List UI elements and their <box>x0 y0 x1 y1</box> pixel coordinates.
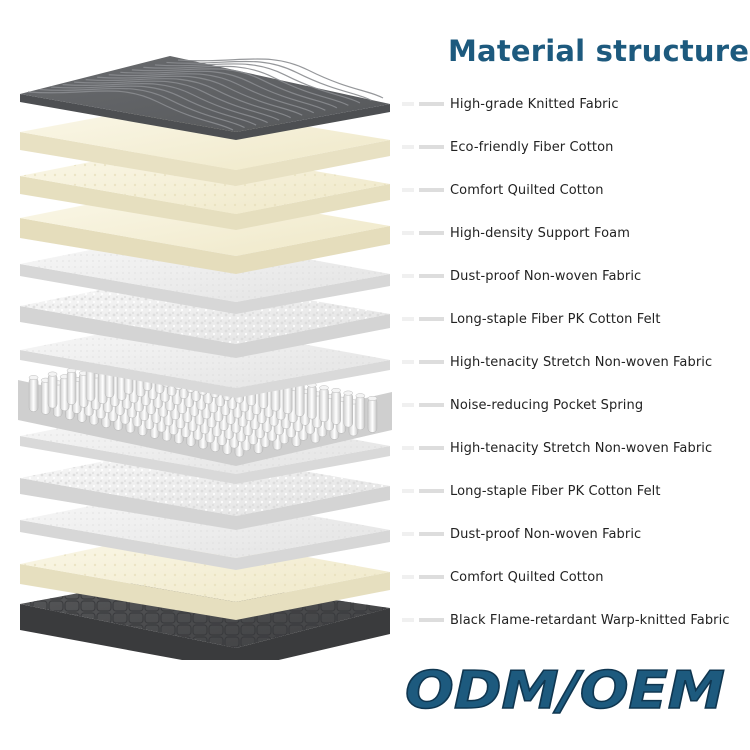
layer-label-row: Long-staple Fiber PK Cotton Felt <box>402 309 748 329</box>
layer-label-row: Black Flame-retardant Warp-knitted Fabri… <box>402 610 748 630</box>
layer-knitted-fabric <box>20 56 390 140</box>
layer-label: Comfort Quilted Cotton <box>450 182 604 198</box>
layer-label: Dust-proof Non-woven Fabric <box>450 268 642 284</box>
layer-label: Black Flame-retardant Warp-knitted Fabri… <box>450 612 730 628</box>
knit-wave-pattern <box>27 58 384 131</box>
layer-label-row: Eco-friendly Fiber Cotton <box>402 137 748 157</box>
knit-wave <box>177 58 384 99</box>
spring-coil <box>319 385 329 422</box>
leader-line <box>402 274 444 278</box>
knit-wave <box>27 90 234 131</box>
layer-pk-cotton-felt-top <box>20 276 390 358</box>
leader-line <box>402 145 444 149</box>
knit-wave <box>85 78 291 119</box>
knit-wave <box>39 87 245 129</box>
knit-wave <box>74 80 280 121</box>
leader-line <box>402 575 444 579</box>
leader-line <box>402 317 444 321</box>
odm-oem-text: ODM/OEM <box>405 661 725 721</box>
leader-line <box>402 446 444 450</box>
knit-wave <box>51 85 257 126</box>
odm-oem-badge: ODM/OEM <box>404 660 726 722</box>
layer-label: Noise-reducing Pocket Spring <box>450 397 644 413</box>
layer-label: High-grade Knitted Fabric <box>450 96 619 112</box>
layer-label-row: Comfort Quilted Cotton <box>402 567 748 587</box>
knit-wave <box>154 63 361 104</box>
layer-label-row: High-tenacity Stretch Non-woven Fabric <box>402 438 748 458</box>
spring-coil <box>355 393 366 430</box>
spring-coil <box>307 382 317 420</box>
leader-line <box>402 618 444 622</box>
layer-pk-cotton-felt-bottom <box>20 448 390 530</box>
layer-label-row: Noise-reducing Pocket Spring <box>402 395 748 415</box>
knit-wave <box>108 73 315 114</box>
leader-line <box>402 360 444 364</box>
layer-label: Long-staple Fiber PK Cotton Felt <box>450 483 661 499</box>
layer-label-row: Comfort Quilted Cotton <box>402 180 748 200</box>
knit-wave <box>131 68 338 109</box>
mattress-layer-stack <box>18 56 392 660</box>
layer-label: Long-staple Fiber PK Cotton Felt <box>450 311 661 327</box>
spring-coil <box>331 387 341 425</box>
spring-coil <box>66 368 77 405</box>
leader-line <box>402 102 444 106</box>
leader-line <box>402 532 444 536</box>
leader-line <box>402 403 444 407</box>
layer-label: Comfort Quilted Cotton <box>450 569 604 585</box>
knit-wave <box>62 82 268 124</box>
spring-coil <box>343 390 353 428</box>
leader-line <box>402 188 444 192</box>
leader-line <box>402 231 444 235</box>
spring-coil <box>47 371 58 409</box>
layer-label-row: Long-staple Fiber PK Cotton Felt <box>402 481 748 501</box>
layer-label: High-tenacity Stretch Non-woven Fabric <box>450 440 713 456</box>
layer-label: Eco-friendly Fiber Cotton <box>450 139 614 155</box>
layer-label-row: High-density Support Foam <box>402 223 748 243</box>
knit-wave <box>143 65 349 106</box>
layer-label-row: Dust-proof Non-woven Fabric <box>402 266 748 286</box>
knit-wave <box>97 75 303 116</box>
layer-label-row: High-tenacity Stretch Non-woven Fabric <box>402 352 748 372</box>
layer-eco-fiber-cotton <box>20 104 390 186</box>
layer-comfort-quilted-cotton-bottom <box>20 532 390 620</box>
knit-wave <box>166 60 372 101</box>
spring-coil <box>367 395 378 433</box>
layer-label-row: High-grade Knitted Fabric <box>402 94 748 114</box>
knit-wave <box>120 70 326 111</box>
spring-coil <box>28 375 39 412</box>
layer-label: High-tenacity Stretch Non-woven Fabric <box>450 354 713 370</box>
leader-line <box>402 489 444 493</box>
layer-label: Dust-proof Non-woven Fabric <box>450 526 642 542</box>
layer-label: High-density Support Foam <box>450 225 630 241</box>
layer-label-row: Dust-proof Non-woven Fabric <box>402 524 748 544</box>
page-title: Material structure <box>448 34 750 68</box>
